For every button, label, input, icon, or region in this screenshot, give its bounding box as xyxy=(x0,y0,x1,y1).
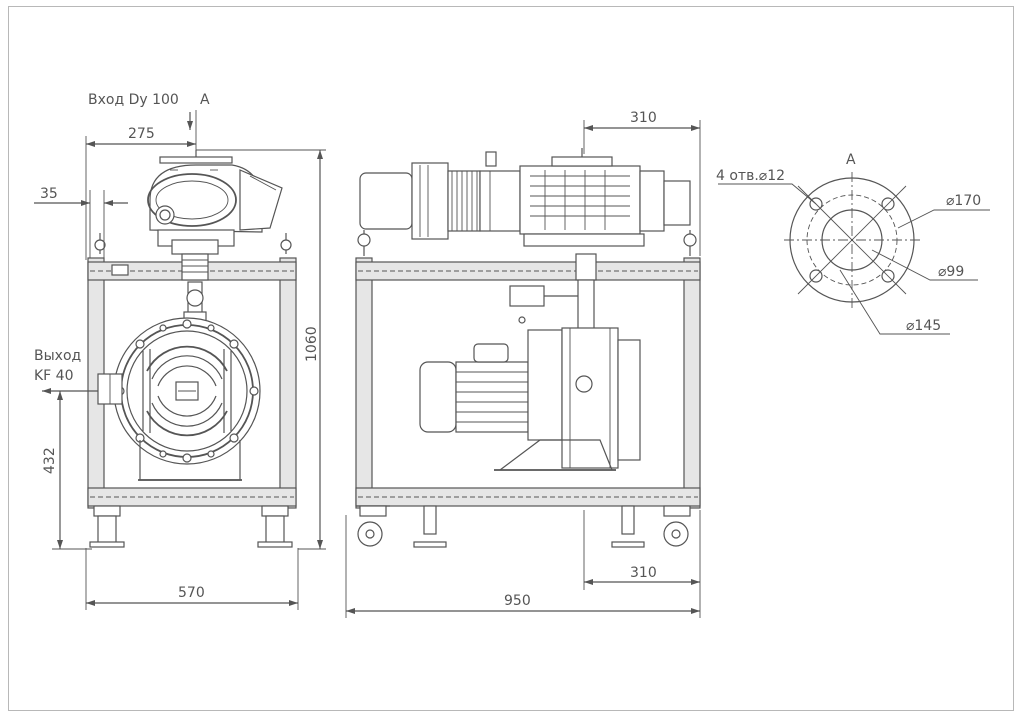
dim-1060: 1060 xyxy=(304,326,320,362)
view-a-title: А xyxy=(846,152,856,168)
roots-pump-ribs xyxy=(530,170,630,230)
inlet-label: Вход Dy 100 xyxy=(88,92,179,108)
dia-145: ⌀145 xyxy=(906,318,941,334)
holes-label: 4 отв.⌀12 xyxy=(716,168,785,184)
motor-fins xyxy=(451,171,478,231)
drawing-labels: Вход Dy 100 А 275 35 1060 Выход KF 40 43… xyxy=(34,92,981,609)
dim-950: 950 xyxy=(504,593,531,609)
dia-170: ⌀170 xyxy=(946,193,981,209)
front-view xyxy=(355,148,701,548)
dim-570: 570 xyxy=(178,585,205,601)
lower-motor-fins xyxy=(456,371,528,423)
dim-275: 275 xyxy=(128,126,155,142)
flange-view-a xyxy=(718,172,990,335)
dimension-lines xyxy=(34,110,701,618)
pump-bolts xyxy=(115,319,259,463)
dim-35: 35 xyxy=(40,186,58,202)
side-view xyxy=(87,150,297,548)
outlet-label-1: Выход xyxy=(34,348,81,364)
dim-432: 432 xyxy=(42,447,58,474)
view-a-marker: А xyxy=(200,92,210,108)
dim-310-top: 310 xyxy=(630,110,657,126)
scroll-pump-fins xyxy=(142,345,232,437)
dia-99: ⌀99 xyxy=(938,264,964,280)
dim-310-bottom: 310 xyxy=(630,565,657,581)
outlet-label-2: KF 40 xyxy=(34,368,74,384)
